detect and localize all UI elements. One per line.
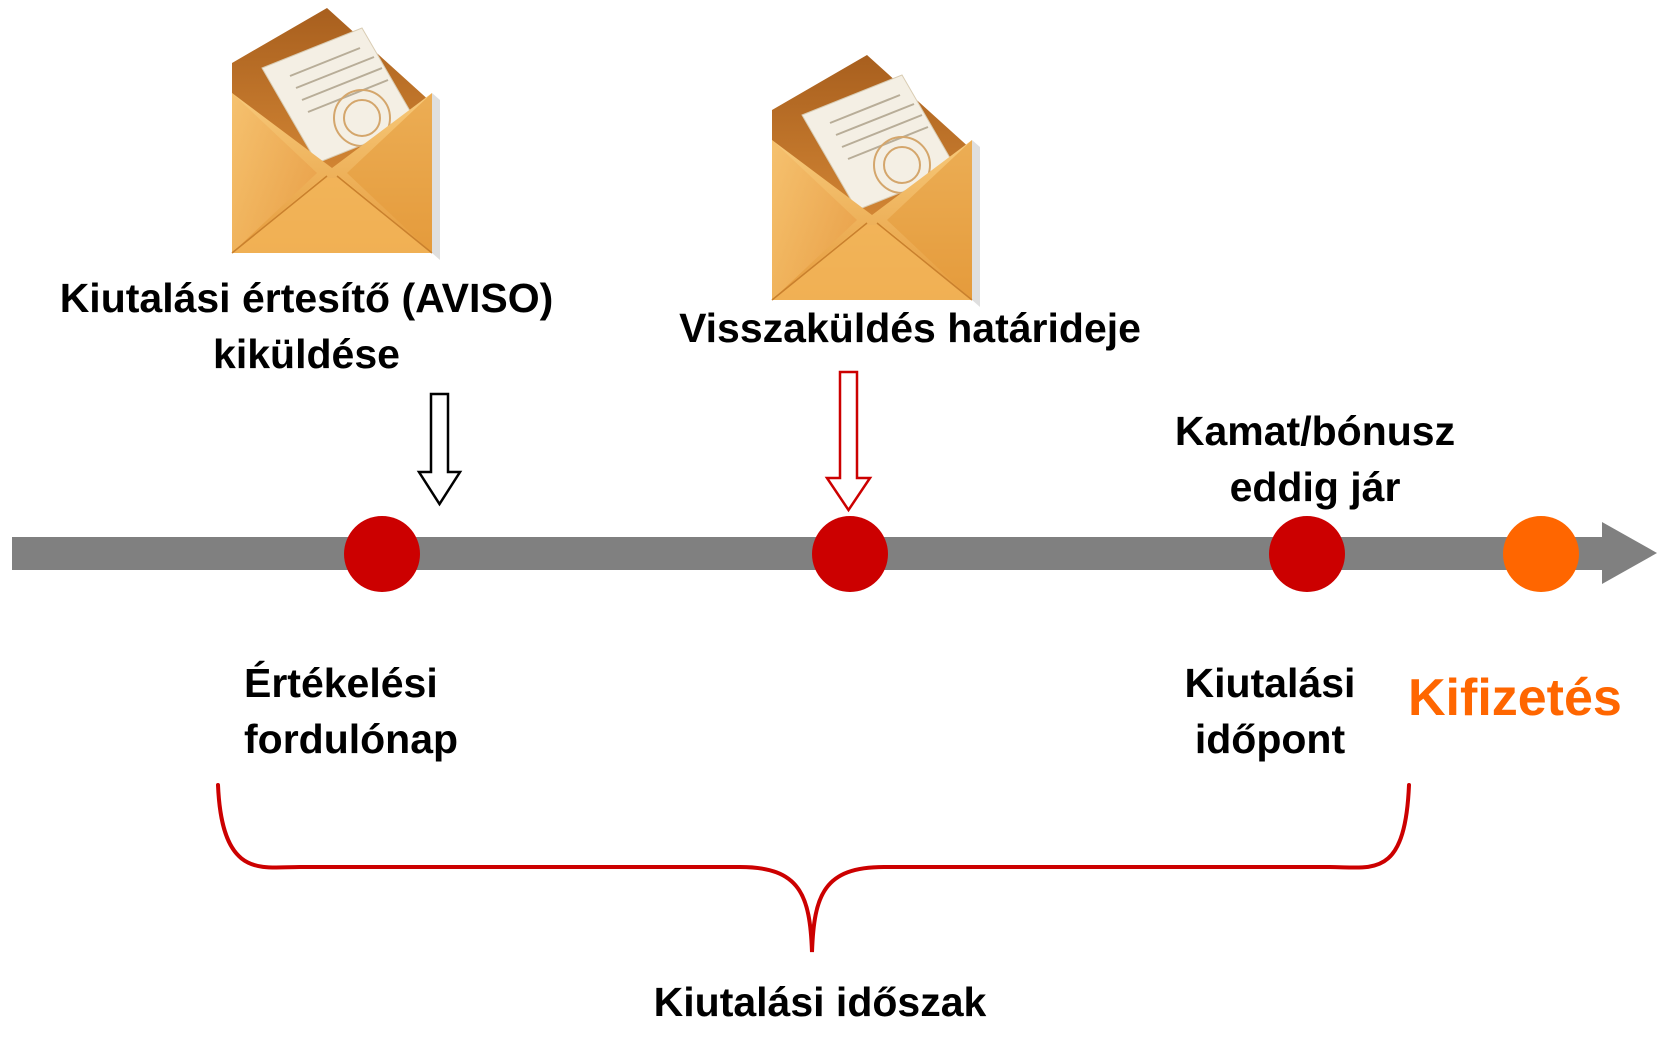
payment-label: Kifizetés (1408, 669, 1622, 727)
envelope-icon (231, 7, 441, 261)
aviso-label-line2: kiküldése (213, 331, 400, 377)
milestone-valuation-date (344, 516, 420, 592)
allocation-date-label: Kiutalási időpont (1150, 655, 1390, 767)
envelope-icon (771, 54, 981, 308)
milestone-payment (1503, 516, 1579, 592)
period-label: Kiutalási időszak (653, 979, 987, 1025)
milestone-allocation-date (1269, 516, 1345, 592)
milestone-return-deadline (812, 516, 888, 592)
allocation-label-line1: Kiutalási (1184, 660, 1356, 706)
allocation-label-line2: időpont (1194, 716, 1346, 762)
timeline-bar (12, 537, 1602, 570)
down-arrow-icon (416, 392, 463, 507)
down-arrow-icon (824, 370, 873, 513)
interest-label-line1: Kamat/bónusz (1174, 408, 1456, 454)
valuation-label-line2: fordulónap (244, 716, 459, 762)
return-deadline-label: Visszaküldés határideje (679, 305, 1141, 351)
timeline-arrowhead (1602, 522, 1657, 584)
interest-label: Kamat/bónusz eddig jár (1100, 403, 1530, 515)
interest-label-line2: eddig jár (1229, 464, 1401, 510)
valuation-date-label: Értékelési fordulónap (244, 655, 458, 767)
period-brace (216, 783, 1411, 953)
aviso-label-line1: Kiutalási értesítő (AVISO) (59, 275, 554, 321)
valuation-label-line1: Értékelési (244, 660, 438, 706)
aviso-label: Kiutalási értesítő (AVISO) kiküldése (8, 270, 605, 382)
